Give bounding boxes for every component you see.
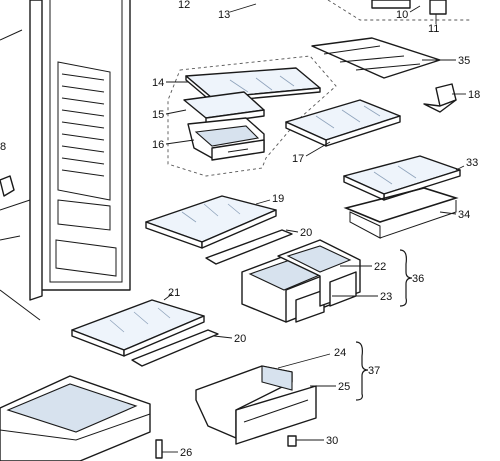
top-fittings xyxy=(229,0,470,24)
drawer-set-36 xyxy=(241,239,361,323)
callout-20-upper: 20 xyxy=(300,227,312,239)
glass-shelf-33 xyxy=(343,155,461,201)
drawer-16 xyxy=(187,117,265,161)
callout-18: 18 xyxy=(468,89,480,101)
brace-36 xyxy=(399,249,413,307)
brace-37 xyxy=(355,341,369,401)
crisper-frame xyxy=(0,375,151,461)
glass-shelf-21 xyxy=(71,299,205,357)
glass-shelf-19 xyxy=(145,195,277,249)
callout-30: 30 xyxy=(326,435,338,447)
callout-26: 26 xyxy=(180,447,192,459)
shelf-frame-34 xyxy=(343,187,459,239)
callout-15: 15 xyxy=(152,109,164,121)
leader-lines xyxy=(162,59,466,453)
callout-21: 21 xyxy=(168,287,180,299)
clip-30 xyxy=(287,435,297,447)
callout-25: 25 xyxy=(338,381,350,393)
drawer-37 xyxy=(195,365,317,445)
refrigerator-cabinet xyxy=(0,0,131,321)
callout-20-lower: 20 xyxy=(234,333,246,345)
assembly-outline xyxy=(167,55,337,177)
callout-22: 22 xyxy=(374,261,386,273)
callout-10: 10 xyxy=(396,9,408,21)
cover-35 xyxy=(311,37,441,79)
shelf-trim-20a xyxy=(205,229,293,265)
callout-11: 11 xyxy=(428,23,439,35)
shelf-trim-20b xyxy=(131,329,219,367)
callout-16: 16 xyxy=(152,139,164,151)
callout-23: 23 xyxy=(380,291,392,303)
callout-34: 34 xyxy=(458,209,470,221)
callout-14: 14 xyxy=(152,77,164,89)
callout-37: 37 xyxy=(368,365,380,377)
pin-26 xyxy=(155,439,163,459)
callout-36: 36 xyxy=(412,273,424,285)
callout-17: 17 xyxy=(292,153,304,165)
callout-8: 8 xyxy=(0,141,6,153)
callout-19: 19 xyxy=(272,193,284,205)
callout-24: 24 xyxy=(334,347,346,359)
bracket-18 xyxy=(423,83,457,113)
callout-13: 13 xyxy=(218,9,230,21)
callout-33: 33 xyxy=(466,157,478,169)
callout-35: 35 xyxy=(458,55,470,67)
shelf-15 xyxy=(183,91,265,125)
glass-shelf-17 xyxy=(285,99,401,147)
callout-12: 12 xyxy=(178,0,190,11)
